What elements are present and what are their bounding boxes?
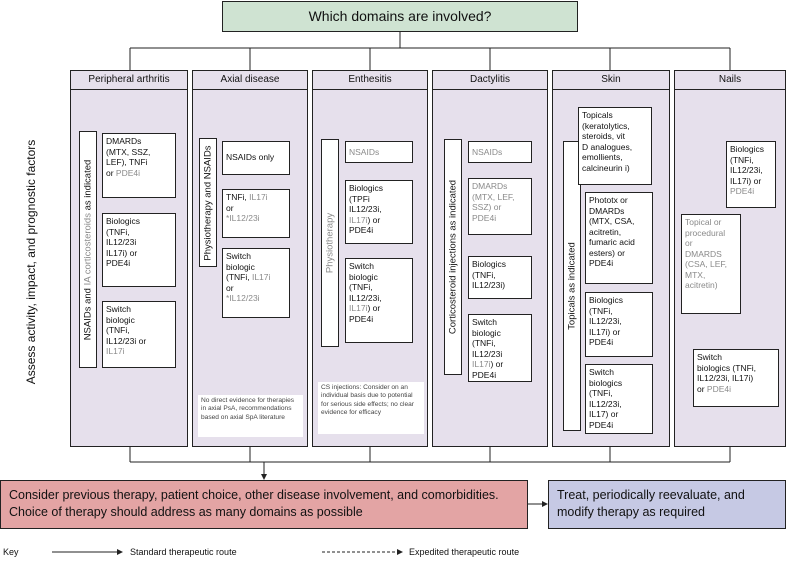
skin-biologics-box: Biologics (TNFi, IL12/23i, IL17i) or PDE…: [585, 292, 653, 357]
axial-switch-biologic-box: Switch biologic (TNFi, IL17i or *IL12/23…: [222, 248, 290, 318]
nails-topical-procedural-box: Topical or procedural or DMARDS (CSA, LE…: [681, 214, 741, 314]
axial-nsaids-only-box: NSAIDs only: [222, 141, 290, 175]
dactylitis-switch-biologic-box: Switch biologic (TNFi, IL12/23i IL17i) o…: [468, 314, 532, 382]
peripheral-biologics-box: Biologics (TNFi, IL12/23i IL17i) or PDE4…: [102, 213, 176, 287]
dactylitis-biologics-box: Biologics (TNFi, IL12/23i): [468, 256, 532, 299]
key-expedited-route-label: Expedited therapeutic route: [409, 547, 520, 557]
nails-biologics-box: Biologics (TNFi, IL12/23i, IL17i) or PDE…: [726, 141, 776, 208]
peripheral-switch-biologic-box: Switch biologic (TNFi, IL12/23i or IL17i: [102, 301, 176, 368]
header-dactylitis: Dactylitis: [432, 70, 548, 90]
skin-phototx-dmards-box: Phototx or DMARDs (MTX, CSA, acitretin, …: [585, 192, 653, 284]
enthesitis-side-physiotherapy: Physiotherapy: [321, 139, 339, 347]
peripheral-side-nsaids-ia: NSAIDs and IA corticosteroids as indicat…: [79, 131, 97, 368]
axial-side-physio-nsaids: Physiotherapy and NSAIDs: [199, 138, 217, 267]
peripheral-dmards-box: DMARDs (MTX, SSZ, LEF), TNFi or PDE4i: [102, 133, 176, 198]
dactylitis-dmards-box: DMARDs (MTX, LEF, SSZ) or PDE4i: [468, 178, 532, 235]
axial-tnfi-box: TNFi, IL17i or *IL12/23i: [222, 189, 290, 238]
key-label: Key: [3, 547, 19, 557]
enthesitis-switch-biologic-box: Switch biologic (TNFi, IL12/23i, IL17i) …: [345, 258, 413, 343]
dactylitis-nsaids-box: NSAIDs: [468, 141, 532, 163]
skin-side-topicals: Topicals as indicated: [563, 141, 581, 431]
enthesitis-biologics-box: Biologics (TPFi IL12/23i, IL17i) or PDE4…: [345, 180, 413, 244]
key-standard-route-label: Standard therapeutic route: [130, 547, 237, 557]
nails-switch-biologics-box: Switch biologics (TNFi, IL12/23i, IL17i)…: [693, 349, 779, 407]
axial-evidence-note: No direct evidence for therapies in axia…: [198, 395, 303, 437]
dactylitis-side-corticosteroid-injections: Corticosteroid injections as indicated: [444, 139, 462, 375]
header-axial-disease: Axial disease: [192, 70, 308, 90]
header-nails: Nails: [674, 70, 786, 90]
header-peripheral-arthritis: Peripheral arthritis: [70, 70, 188, 90]
enthesitis-cs-injections-note: CS injections: Consider on an individual…: [318, 382, 424, 434]
skin-switch-biologics-box: Switch biologics (TNFi, IL12/23i, IL17) …: [585, 364, 653, 434]
skin-topicals-box: Topicals (keratolytics, steroids, vit D …: [578, 107, 652, 185]
header-enthesitis: Enthesitis: [312, 70, 428, 90]
consider-previous-therapy-box: Consider previous therapy, patient choic…: [0, 480, 528, 529]
header-skin: Skin: [552, 70, 670, 90]
enthesitis-nsaids-box: NSAIDs: [345, 141, 413, 163]
domains-question: Which domains are involved?: [222, 1, 578, 32]
treat-reevaluate-box: Treat, periodically reevaluate, and modi…: [548, 480, 786, 529]
